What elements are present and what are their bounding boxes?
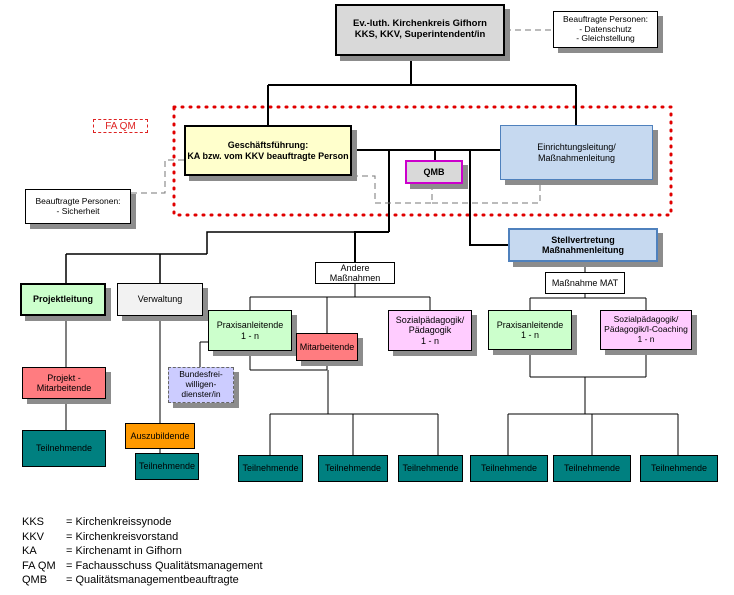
legend-abbr: QMB <box>22 574 48 586</box>
kirchenkreis-box: Ev.-luth. Kirchenkreis Gifhorn KKS, KKV,… <box>335 4 505 56</box>
fa-qm-label: FA QM <box>93 119 148 133</box>
einrichtungsleitung-box: Einrichtungsleitung/ Maßnahmenleitung <box>500 125 653 180</box>
teilnehmende-box: Teilnehmende <box>318 455 388 482</box>
praxisanleitende-box-2: Praxisanleitende 1 - n <box>488 310 572 350</box>
massnahme-mat-box: Maßnahme MAT <box>545 272 625 294</box>
geschaeftsfuehrung-box: Geschäftsführung: KA bzw. vom KKV beauft… <box>184 125 352 176</box>
teilnehmende-box: Teilnehmende <box>398 455 463 482</box>
beauftragte-sicherheit-box: Beauftragte Personen: - Sicherheit <box>25 189 131 224</box>
legend-text: = Kirchenkreissynode <box>66 516 172 528</box>
qmb-box: QMB <box>405 160 463 184</box>
sozialpaedagogik-box-2: Sozialpädagogik/ Pädagogik/I-Coaching 1 … <box>600 310 692 350</box>
praxisanleitende-box-1: Praxisanleitende 1 - n <box>208 310 292 351</box>
legend-text: = Qualitätsmanagementbeauftragte <box>66 574 239 586</box>
bundesfreiwilligendienst-box: Bundesfrei- willigen- dienster/in <box>168 367 234 403</box>
abbreviation-legend: KKS = Kirchenkreissynode KKV = Kirchenkrei… <box>22 515 263 588</box>
teilnehmende-box: Teilnehmende <box>135 453 199 480</box>
legend-row: FA QM = Fachausschuss Qualitätsmanagement <box>22 559 263 574</box>
teilnehmende-box: Teilnehmende <box>238 455 303 482</box>
legend-abbr: KKV <box>22 530 45 543</box>
sozialpaedagogik-box-1: Sozialpädagogik/ Pädagogik 1 - n <box>388 310 472 351</box>
andere-massnahmen-box: Andere Maßnahmen <box>315 262 395 284</box>
stellvertretung-box: Stellvertretung Maßnahmenleitung <box>508 228 658 262</box>
projektleitung-box: Projektleitung <box>20 283 106 316</box>
legend-row: KKS = Kirchenkreissynode <box>22 515 263 530</box>
legend-text: = Kirchenkreisvorstand <box>66 530 179 543</box>
beauftragte-datenschutz-box: Beauftragte Personen: - Datenschutz - Gl… <box>553 11 658 48</box>
auszubildende-box: Auszubildende <box>125 423 195 449</box>
mitarbeitende-box: Mitarbeitende <box>296 333 358 361</box>
legend-row: QMB = Qualitätsmanagementbeauftragte <box>22 573 263 588</box>
legend-abbr: FA QM <box>22 559 56 572</box>
legend-row: KA = Kirchenamt in Gifhorn <box>22 544 263 559</box>
teilnehmende-box: Teilnehmende <box>22 430 106 467</box>
legend-text: = Fachausschuss Qualitätsmanagement <box>66 559 263 572</box>
fa-qm-frame <box>172 105 673 217</box>
projekt-mitarbeitende-box: Projekt - Mitarbeitende <box>22 367 106 399</box>
teilnehmende-box: Teilnehmende <box>640 455 718 482</box>
legend-abbr: KKS <box>22 516 45 528</box>
teilnehmende-box: Teilnehmende <box>553 455 631 482</box>
legend-abbr: KA <box>22 545 37 557</box>
legend-text: = Kirchenamt in Gifhorn <box>66 545 182 557</box>
legend-row: KKV = Kirchenkreisvorstand <box>22 530 263 545</box>
teilnehmende-box: Teilnehmende <box>470 455 548 482</box>
verwaltung-box: Verwaltung <box>117 283 203 316</box>
